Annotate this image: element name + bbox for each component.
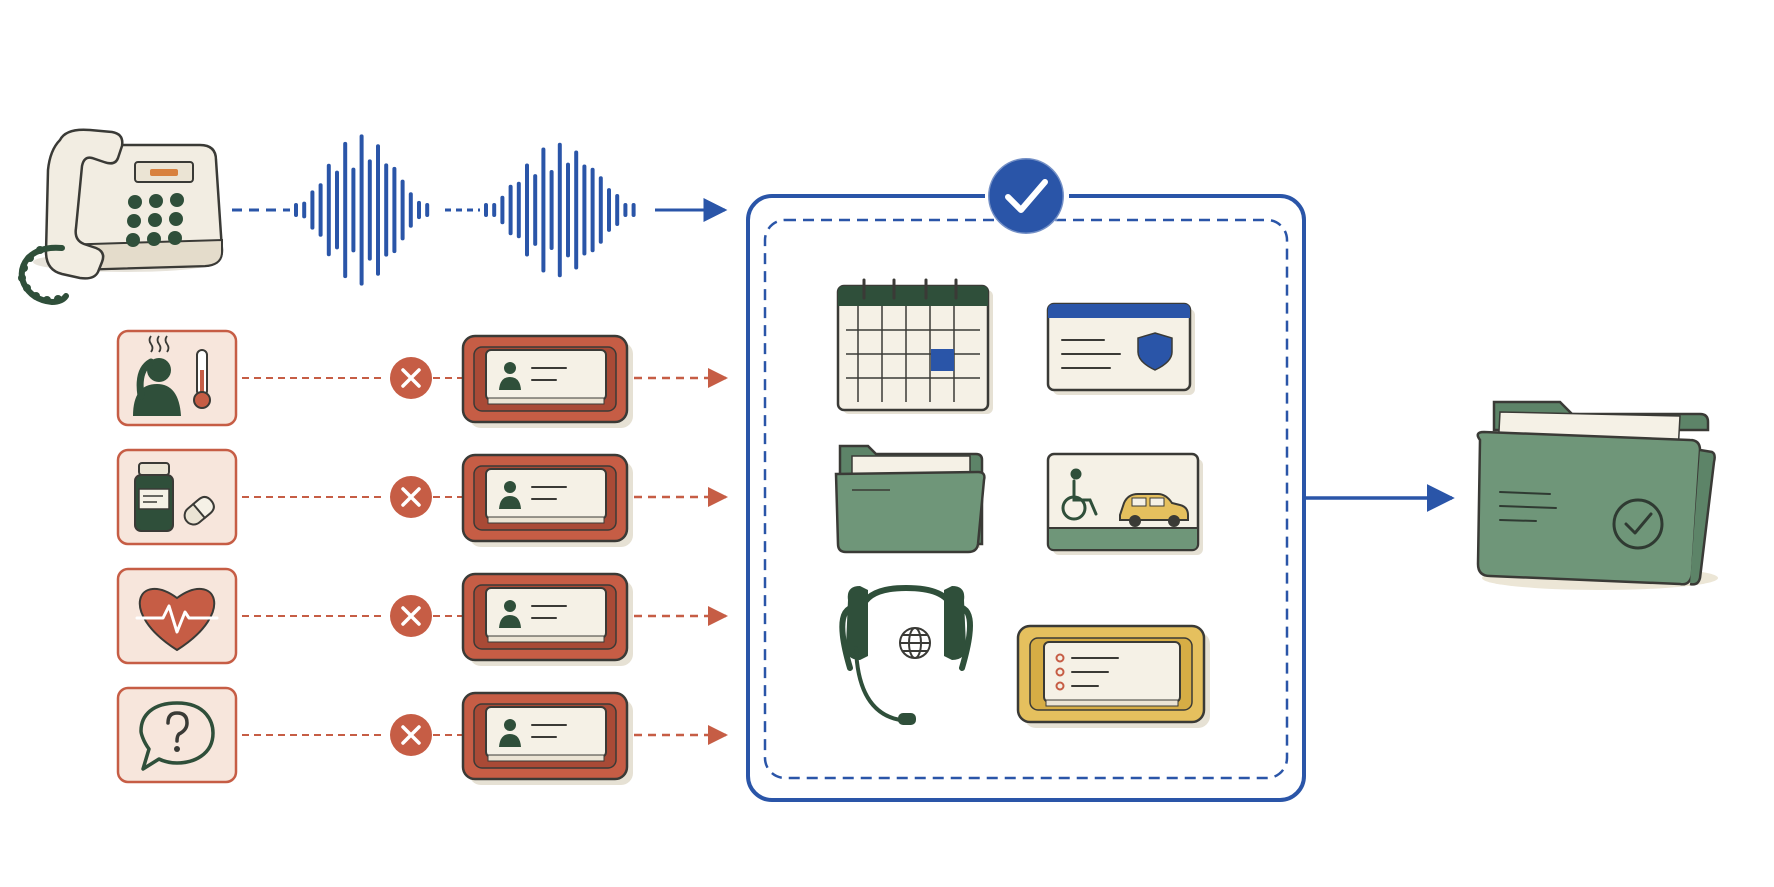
- excluded-topic-row: [116, 329, 728, 428]
- excluded-topics-list: [116, 329, 728, 785]
- red-id-card-tray-icon: [461, 572, 633, 666]
- audio-waveform-icon: [294, 134, 636, 286]
- approved-scope-box: [746, 156, 1306, 802]
- fever-symptom-icon: [116, 329, 238, 427]
- x-circle-icon: [390, 357, 432, 399]
- heart-rate-icon: [116, 567, 238, 665]
- x-circle-icon: [390, 595, 432, 637]
- x-circle-icon: [390, 476, 432, 518]
- records-folder-icon: [834, 444, 986, 554]
- red-id-card-tray-icon: [461, 453, 633, 547]
- insurance-card-icon: [1046, 302, 1195, 395]
- red-id-card-tray-icon: [461, 691, 633, 785]
- calendar-icon: [836, 278, 993, 414]
- yellow-document-tray-icon: [1016, 624, 1210, 728]
- language-support-headset-icon: [839, 584, 973, 725]
- question-bubble-icon: [116, 686, 238, 784]
- check-circle-icon: [986, 156, 1066, 236]
- excluded-topic-row: [116, 686, 728, 785]
- accessible-transport-icon: [1046, 452, 1203, 555]
- check-circle-icon: [1612, 498, 1664, 550]
- excluded-topic-row: [116, 567, 728, 666]
- completed-folder-icon: [1476, 400, 1718, 590]
- red-id-card-tray-icon: [461, 334, 633, 428]
- desk-phone-icon: [18, 128, 224, 306]
- excluded-topic-row: [116, 448, 728, 547]
- medication-icon: [116, 448, 238, 546]
- x-circle-icon: [390, 714, 432, 756]
